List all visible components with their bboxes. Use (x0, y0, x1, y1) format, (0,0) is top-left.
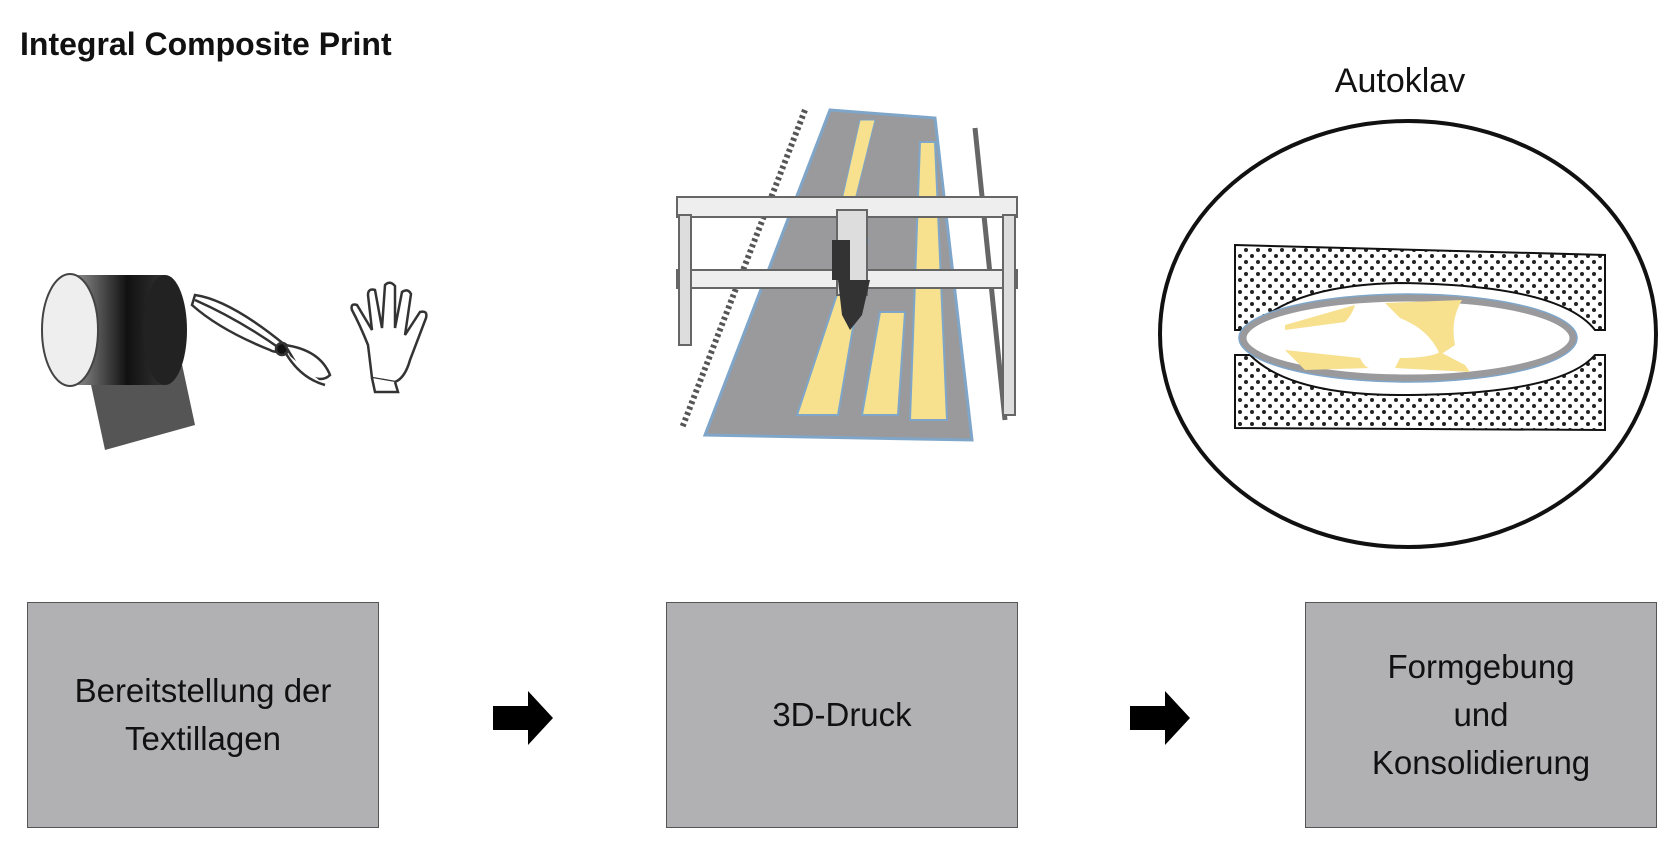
arrow-right-icon (493, 691, 553, 745)
textile-roll-icon (41, 273, 195, 450)
illustrations (41, 108, 1658, 549)
step-label-line: Bereitstellung der (74, 672, 332, 709)
diagram-title: Integral Composite Print (20, 26, 392, 62)
autoclave-icon (1158, 119, 1658, 549)
step-label-line: Konsolidierung (1371, 744, 1591, 781)
step-label-line: Textillagen (125, 720, 281, 757)
step-label-line: Formgebung (1387, 648, 1575, 685)
autoclave-label: Autoklav (1334, 62, 1466, 100)
3d-printer-icon (676, 108, 1018, 442)
step-label-line: und (1453, 696, 1509, 733)
arrow-right-icon (1130, 691, 1190, 745)
glove-icon (350, 281, 428, 394)
step-label-line: 3D-Druck (772, 696, 912, 733)
pliers-icon (190, 293, 332, 387)
step-box-3d-printing: 3D-Druck (666, 602, 1018, 828)
